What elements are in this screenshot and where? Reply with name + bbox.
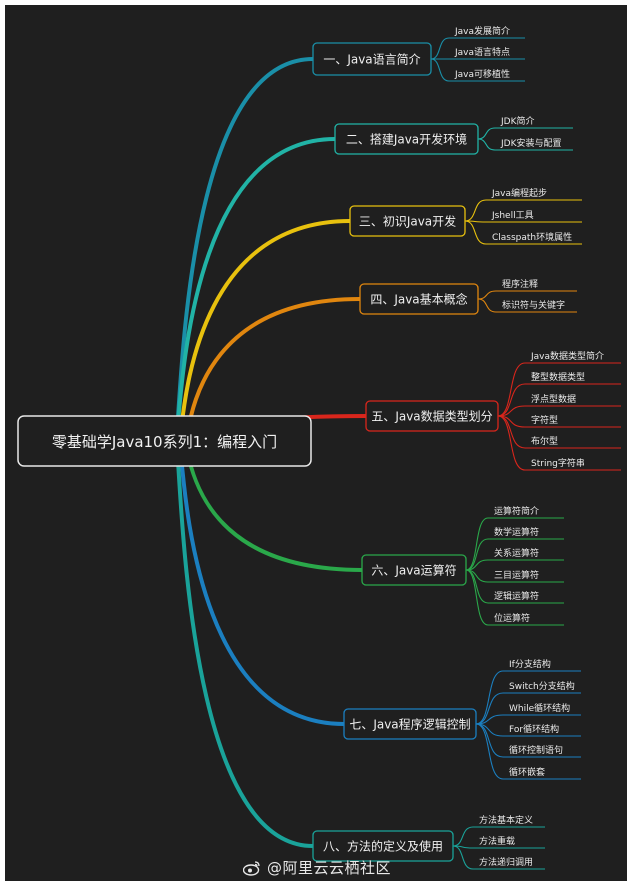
child-connector (477, 298, 497, 313)
branch-label: 七、Java程序逻辑控制 (349, 717, 470, 732)
branch-node[interactable]: 八、方法的定义及使用 (312, 830, 454, 862)
child-connector (464, 220, 487, 245)
child-connector (497, 362, 526, 417)
branch-label: 五、Java数据类型划分 (371, 409, 492, 424)
child-connector (475, 692, 504, 725)
child-connector (430, 37, 450, 60)
branch-connector (179, 219, 352, 432)
child-label[interactable]: 整型数据类型 (531, 371, 585, 383)
root-node[interactable]: 零基础学Java10系列1：编程入门 (17, 415, 312, 467)
child-label[interactable]: For循环结构 (509, 723, 559, 735)
child-connector (497, 383, 526, 417)
child-label[interactable]: Java语言特点 (454, 46, 510, 58)
child-label[interactable]: Classpath环境属性 (492, 231, 572, 243)
child-connector (465, 517, 489, 571)
child-label[interactable]: If分支结构 (509, 658, 551, 670)
child-label[interactable]: Java编程起步 (491, 187, 547, 199)
branch-connector (176, 57, 315, 419)
child-connector (465, 538, 489, 571)
child-connector (475, 723, 504, 780)
child-label[interactable]: Switch分支结构 (509, 680, 575, 692)
mindmap: 零基础学Java10系列1：编程入门 一、Java语言简介 Java发展简介 Java… (17, 25, 621, 870)
branch-connector (176, 137, 337, 425)
child-connector (497, 415, 526, 471)
child-connector (452, 845, 474, 870)
branch-connector (179, 453, 346, 726)
branch-node[interactable]: 五、Java数据类型划分 (365, 400, 499, 432)
mindmap-canvas: 零基础学Java10系列1：编程入门 一、Java语言简介 Java发展简介 Java… (5, 5, 627, 881)
child-connector (452, 826, 474, 847)
watermark: @阿里云云栖社区 (243, 857, 391, 878)
child-connector (464, 199, 487, 222)
child-label[interactable]: 位运算符 (494, 612, 530, 624)
branch-node[interactable]: 六、Java运算符 (361, 554, 467, 586)
child-label[interactable]: 浮点型数据 (531, 393, 576, 405)
child-label[interactable]: JDK安装与配置 (500, 137, 562, 149)
child-connector (475, 670, 504, 725)
branch-node[interactable]: 七、Java程序逻辑控制 (343, 708, 477, 740)
child-connector (477, 290, 497, 300)
child-label[interactable]: 逻辑运算符 (494, 590, 539, 602)
child-label[interactable]: Java发展简介 (454, 25, 510, 37)
child-connector (477, 127, 496, 140)
child-label[interactable]: 方法基本定义 (479, 814, 533, 826)
child-label[interactable]: 标识符与关键字 (502, 299, 565, 311)
child-label[interactable]: 关系运算符 (494, 547, 539, 559)
child-label[interactable]: 布尔型 (531, 435, 558, 447)
branch-connector (185, 448, 364, 572)
branch-node[interactable]: 三、初识Java开发 (349, 205, 466, 237)
child-label[interactable]: 数学运算符 (494, 526, 539, 538)
branch-label: 二、搭建Java开发环境 (346, 132, 467, 147)
child-label[interactable]: While循环结构 (509, 702, 570, 714)
child-label[interactable]: 方法递归调用 (479, 856, 533, 868)
child-connector (430, 58, 450, 82)
watermark-text: @阿里云云栖社区 (267, 859, 392, 877)
root-label: 零基础学Java10系列1：编程入门 (52, 433, 277, 451)
child-label[interactable]: 运算符简介 (494, 505, 539, 517)
branch-label: 四、Java基本概念 (370, 292, 467, 307)
branch-node[interactable]: 二、搭建Java开发环境 (334, 123, 479, 155)
child-label[interactable]: 循环嵌套 (509, 766, 545, 778)
child-label[interactable]: Jshell工具 (491, 210, 534, 221)
child-label[interactable]: JDK简介 (500, 115, 535, 127)
child-label[interactable]: Java可移植性 (454, 68, 510, 80)
child-label[interactable]: 三目运算符 (494, 569, 539, 581)
branch-label: 六、Java运算符 (371, 563, 456, 578)
branch-label: 一、Java语言简介 (323, 53, 420, 67)
child-label[interactable]: 循环控制语句 (509, 744, 563, 756)
child-connector (477, 138, 496, 151)
weibo-icon (243, 860, 260, 876)
child-label[interactable]: Java数据类型简介 (530, 350, 604, 362)
child-label[interactable]: 程序注释 (502, 278, 538, 290)
branch-connector (176, 459, 315, 848)
child-label[interactable]: 字符型 (531, 414, 558, 426)
branch-label: 三、初识Java开发 (359, 214, 456, 229)
child-label[interactable]: String字符串 (531, 457, 585, 469)
child-connector (465, 569, 489, 626)
branch-node[interactable]: 一、Java语言简介 (312, 42, 432, 76)
branch-node[interactable]: 四、Java基本概念 (359, 283, 479, 315)
branch-label: 八、方法的定义及使用 (323, 839, 443, 854)
child-label[interactable]: 方法重载 (479, 835, 515, 847)
